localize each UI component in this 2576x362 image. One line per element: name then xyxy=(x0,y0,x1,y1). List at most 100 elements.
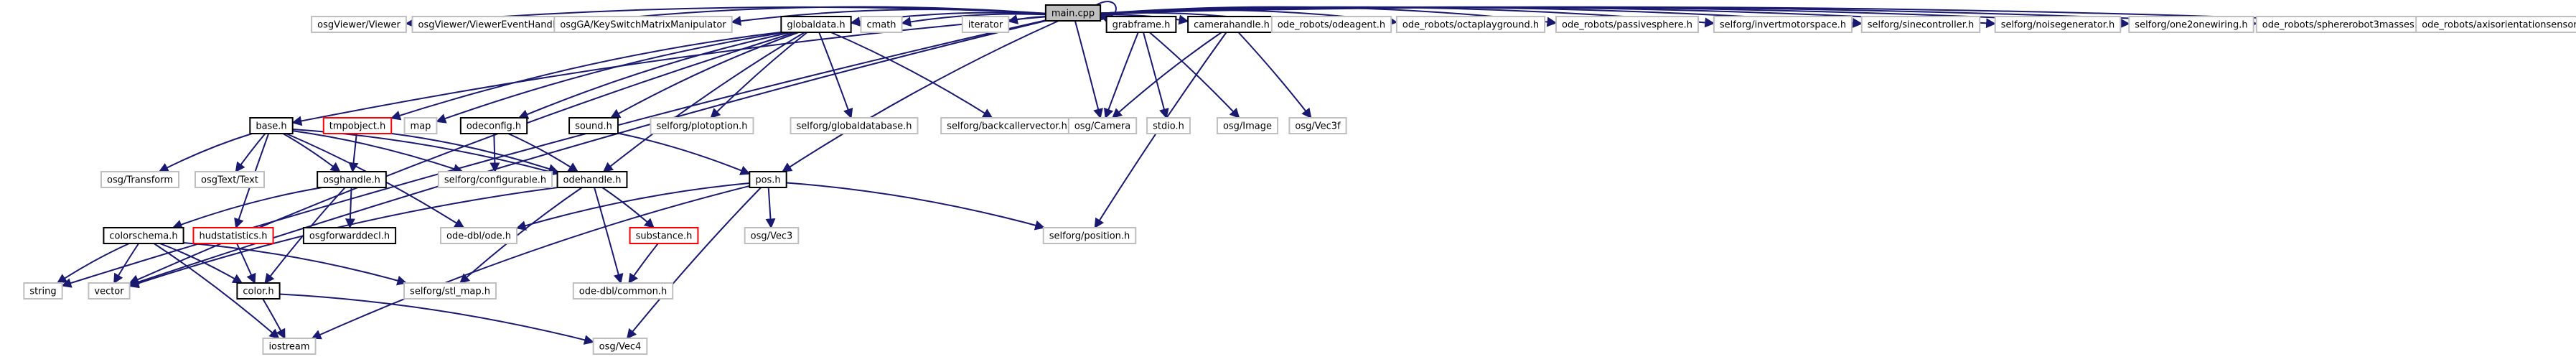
node-box xyxy=(1860,16,1981,33)
node-label: selforg/noisegenerator.h xyxy=(2001,20,2115,31)
node-label: map xyxy=(411,121,431,132)
node-label: osgGA/KeySwitchMatrixManipulator xyxy=(560,20,726,31)
node-label: odeconfig.h xyxy=(467,121,521,132)
node-sound[interactable]: sound.h xyxy=(568,117,619,134)
node-vec3f: osg/Vec3f xyxy=(1288,117,1347,134)
edge-main-to-base xyxy=(291,16,1046,126)
node-box xyxy=(192,227,274,244)
node-label: ode_robots/passivesphere.h xyxy=(1562,20,1692,31)
node-stdio: stdio.h xyxy=(1146,117,1191,134)
node-label: ode-dbl/ode.h xyxy=(446,231,511,242)
node-label: sound.h xyxy=(575,121,612,132)
node-hudstatistics[interactable]: hudstatistics.h xyxy=(192,227,274,244)
edge-globaldata-to-globaldatabase xyxy=(818,32,853,119)
node-box xyxy=(780,16,852,33)
edge-globaldata-to-map xyxy=(436,32,786,124)
node-odehandle[interactable]: odehandle.h xyxy=(556,171,628,188)
node-main[interactable]: main.cpp xyxy=(1044,4,1102,22)
node-box xyxy=(629,227,699,244)
node-box xyxy=(459,117,528,134)
edge-colorschema-to-stlmap xyxy=(183,242,408,286)
node-position: selforg/position.h xyxy=(1042,227,1137,244)
node-label: selforg/plotoption.h xyxy=(656,121,747,132)
node-tmpobject[interactable]: tmpobject.h xyxy=(322,117,393,134)
node-label: selforg/position.h xyxy=(1049,231,1130,242)
node-one2onewiring: selforg/one2onewiring.h xyxy=(2128,16,2254,33)
node-label: vector xyxy=(94,287,124,297)
edge-base-to-text xyxy=(235,133,266,173)
node-label: osg/Vec3f xyxy=(1295,121,1341,132)
edge-main-to-iterator xyxy=(1007,14,1046,24)
node-box xyxy=(1146,117,1191,134)
node-label: osgText/Text xyxy=(201,175,258,186)
node-osgvec4: osg/Vec4 xyxy=(592,338,648,355)
node-label: osg/Image xyxy=(1223,121,1272,132)
node-odeconfig[interactable]: odeconfig.h xyxy=(459,117,528,134)
node-box xyxy=(322,117,393,134)
node-pos[interactable]: pos.h xyxy=(749,171,787,188)
node-substance[interactable]: substance.h xyxy=(629,227,699,244)
node-box xyxy=(23,282,63,300)
node-box xyxy=(302,227,397,244)
edge-main-to-keyswitch xyxy=(731,9,1046,27)
node-label: base.h xyxy=(256,121,286,132)
node-configurable: selforg/configurable.h xyxy=(437,171,553,188)
edge-tmpobject-to-odehandle xyxy=(391,132,559,174)
node-colorschema[interactable]: colorschema.h xyxy=(103,227,184,244)
node-label: hudstatistics.h xyxy=(199,231,267,242)
node-osgforwarddecl[interactable]: osgforwarddecl.h xyxy=(302,227,397,244)
node-label: main.cpp xyxy=(1052,9,1095,19)
node-box xyxy=(1105,16,1177,33)
node-invertmotorspace: selforg/invertmotorspace.h xyxy=(1713,16,1853,33)
node-base[interactable]: base.h xyxy=(249,117,294,134)
node-grabframe[interactable]: grabframe.h xyxy=(1105,16,1177,33)
node-label: osg/Vec4 xyxy=(599,342,642,353)
node-viewer: osgViewer/Viewer xyxy=(311,16,407,33)
node-label: osgforwarddecl.h xyxy=(309,231,390,242)
node-noisegenerator: selforg/noisegenerator.h xyxy=(1994,16,2122,33)
node-box xyxy=(1042,227,1137,244)
edge-pos-to-position xyxy=(786,182,1046,231)
node-box xyxy=(572,282,674,300)
node-iterator: iterator xyxy=(961,16,1010,33)
node-vector: vector xyxy=(88,282,131,300)
node-label: ode_robots/octaplayground.h xyxy=(1402,20,1539,31)
edge-camerahandle-to-camera xyxy=(1111,32,1222,119)
node-string: string xyxy=(23,282,63,300)
edge-sound-to-pos xyxy=(617,132,751,175)
node-osghandle[interactable]: osghandle.h xyxy=(317,171,387,188)
node-camerahandle[interactable]: camerahandle.h xyxy=(1187,16,1276,33)
edge-globaldata-to-tmpobject xyxy=(390,31,782,121)
node-box xyxy=(790,117,919,134)
edge-main-to-grabframe xyxy=(1096,11,1107,22)
node-color[interactable]: color.h xyxy=(236,282,281,300)
node-map: map xyxy=(403,117,438,134)
edge-pos-to-osgvec3 xyxy=(765,187,776,229)
edge-color-to-osgvec4 xyxy=(279,293,595,345)
node-box xyxy=(403,117,438,134)
node-odedbl: ode-dbl/ode.h xyxy=(440,227,517,244)
node-odeagent: ode_robots/odeagent.h xyxy=(1270,16,1392,33)
node-box xyxy=(961,16,1010,33)
node-box xyxy=(860,16,903,33)
edge-colorschema-to-vector xyxy=(113,243,139,284)
edge-hudstatistics-to-color xyxy=(236,243,256,284)
node-label: ode_robots/sphererobot3masses.h xyxy=(2262,20,2423,31)
node-label: substance.h xyxy=(636,231,693,242)
node-label: selforg/invertmotorspace.h xyxy=(1720,20,1846,31)
node-label: colorschema.h xyxy=(109,231,177,242)
node-iostream: iostream xyxy=(262,338,317,355)
node-label: string xyxy=(29,287,56,297)
node-label: odehandle.h xyxy=(563,175,622,186)
node-label: pos.h xyxy=(755,175,780,186)
node-label: selforg/configurable.h xyxy=(444,175,546,186)
node-label: stdio.h xyxy=(1153,121,1184,132)
edge-globaldata-to-sound xyxy=(609,32,800,119)
node-box xyxy=(103,227,184,244)
edge-pos-to-osgvec4 xyxy=(626,187,762,340)
node-octaplayground: ode_robots/octaplayground.h xyxy=(1395,16,1546,33)
node-label: osg/Vec3 xyxy=(751,231,793,242)
node-spherebot: ode_robots/sphererobot3masses.h xyxy=(2255,16,2430,33)
node-globaldata[interactable]: globaldata.h xyxy=(780,16,852,33)
node-box xyxy=(1044,4,1102,22)
